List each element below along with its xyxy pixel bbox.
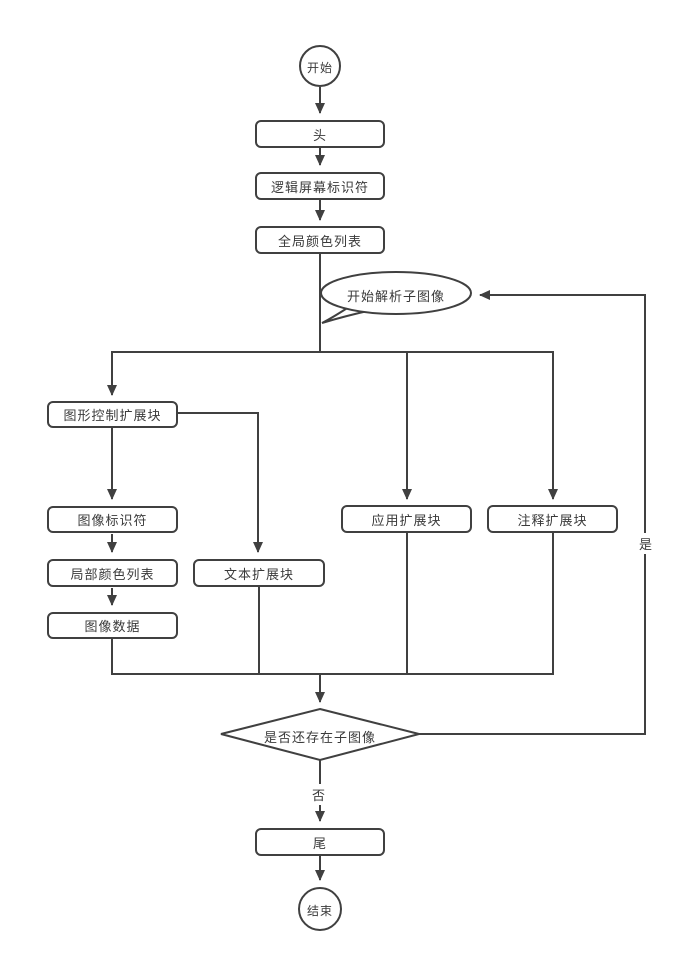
edge-label-no: 否 <box>311 784 327 805</box>
end-terminator-label: 结束 <box>306 904 333 918</box>
decision-label: 是否还存在子图像 <box>263 730 376 745</box>
edge-label-yes: 是 <box>638 533 654 554</box>
node-global-color-table: 全局颜色列表 <box>255 226 385 254</box>
start-terminator-shape <box>299 45 341 87</box>
callout-label: 开始解析子图像 <box>346 289 445 304</box>
connector-decision-yes-loop <box>419 290 646 735</box>
node-graphic-control-extension: 图形控制扩展块 <box>47 401 178 428</box>
connector-gce-to-text-extension <box>178 412 263 553</box>
decision-diamond-shape <box>220 707 420 762</box>
node-logical-screen-descriptor: 逻辑屏幕标识符 <box>255 172 385 200</box>
node-comment-extension: 注释扩展块 <box>487 505 618 533</box>
node-text-extension: 文本扩展块 <box>193 559 325 587</box>
node-trailer: 尾 <box>255 828 385 856</box>
node-image-data: 图像数据 <box>47 612 178 639</box>
node-image-descriptor: 图像标识符 <box>47 506 178 533</box>
callout-ellipse-shape <box>320 271 472 315</box>
node-local-color-table: 局部颜色列表 <box>47 559 178 587</box>
node-header: 头 <box>255 120 385 148</box>
node-application-extension: 应用扩展块 <box>341 505 472 533</box>
end-terminator-shape <box>298 887 342 931</box>
start-terminator-label: 开始 <box>306 61 333 75</box>
